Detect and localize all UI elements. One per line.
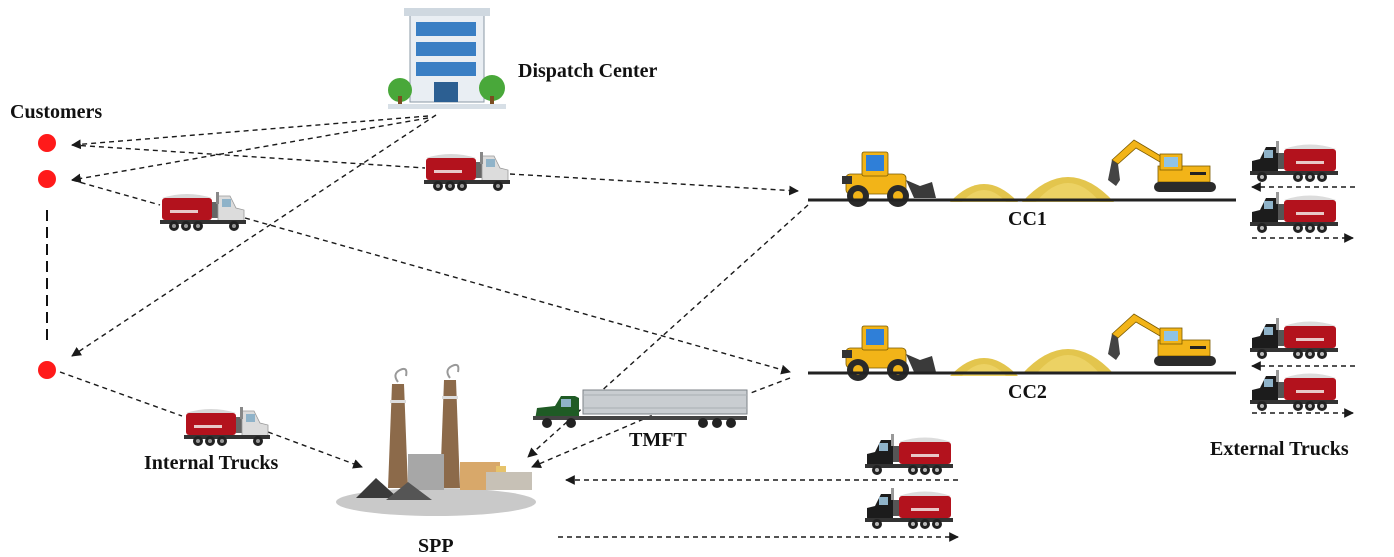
arrow-cc2-to-spp: [532, 377, 791, 467]
arrow-customer2-to-cc2: [71, 179, 790, 372]
internal-trucks-label: Internal Trucks: [144, 452, 278, 474]
tmft-label: TMFT: [629, 429, 687, 451]
dump-truck-icon: [1250, 370, 1338, 411]
dump-truck-icon: [1250, 318, 1338, 359]
power-plant-icon: [336, 363, 536, 516]
dump-truck-icon: [159, 191, 247, 232]
external-trucks-label: External Trucks: [1210, 438, 1349, 460]
arrow-customer1-to-cc1: [71, 144, 798, 191]
customers-group: [38, 134, 56, 379]
spp-label: SPP: [418, 535, 454, 557]
excavator-icon: [1107, 313, 1217, 367]
customer-node: [38, 361, 56, 379]
arrow-dispatch-to-customer2: [71, 117, 429, 184]
dump-truck-icon: [183, 406, 271, 447]
customers-label: Customers: [10, 101, 102, 123]
sand-pile-icon: [1022, 349, 1114, 374]
arrow-customer3-to-spp: [59, 371, 362, 467]
cc2-site: [808, 313, 1236, 382]
office-building-icon: [388, 8, 506, 109]
dispatch-center-label: Dispatch Center: [518, 60, 658, 82]
excavator-icon: [1107, 139, 1217, 193]
arrow-dispatch-to-customer1: [71, 115, 429, 150]
customer-node: [38, 170, 56, 188]
arrow-dispatch-to-customer3: [71, 114, 437, 357]
dump-truck-icon: [1250, 192, 1338, 233]
dump-truck-icon: [1250, 141, 1338, 182]
flow-arrows: [59, 114, 1355, 542]
cc2-label: CC2: [1008, 381, 1047, 403]
customer-node: [38, 134, 56, 152]
dump-truck-icon: [865, 434, 953, 475]
cc1-site: [808, 139, 1236, 208]
cc1-label: CC1: [1008, 208, 1047, 230]
dump-truck-icon: [865, 488, 953, 529]
semi-trailer-icon: [533, 389, 748, 428]
dump-truck-icon: [423, 151, 511, 192]
sand-pile-icon: [1022, 177, 1114, 202]
